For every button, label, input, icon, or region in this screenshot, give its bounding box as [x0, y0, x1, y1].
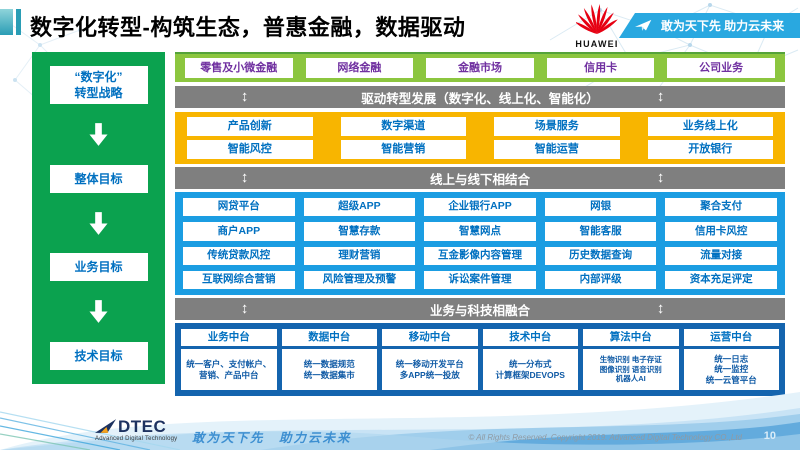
- channel-historical-data-query: 历史数据查询: [544, 246, 657, 265]
- channel-fintech-image-content-mgmt: 互金影像内容管理: [424, 246, 536, 265]
- title-accent-bar: [0, 9, 13, 35]
- channel-internet-marketing: 互联网综合营销: [183, 270, 295, 289]
- platform-operations-title: 运营中台: [683, 329, 779, 346]
- business-line-financial-markets: 金融市场: [426, 58, 534, 78]
- area-intelligent-risk-control: 智能风控: [187, 140, 313, 159]
- channel-intelligent-customer-service: 智能客服: [544, 222, 657, 241]
- channel-traffic-integration: 流量对接: [665, 246, 777, 265]
- middle-platforms-row: 业务中台 统一客户、支付帐户、营销、产品中台 数据中台 统一数据规范 统一数据集…: [175, 323, 785, 396]
- vertical-arrows-icon: ↕: [240, 88, 249, 105]
- vertical-arrows-icon: ↕: [656, 169, 665, 186]
- copyright-text: © All Rights Reserved. Copyright 2019. A…: [468, 433, 742, 442]
- down-arrow-icon: [89, 123, 108, 147]
- platform-business-detail: 统一客户、支付帐户、营销、产品中台: [181, 349, 277, 390]
- banner-online-offline-text: 线上与线下相结合: [429, 172, 530, 187]
- adtec-logo: DTEC Advanced Digital Technology: [95, 418, 177, 442]
- banner-online-offline: ↕ 线上与线下相结合 ↕: [175, 167, 785, 189]
- slogan-ribbon: 敢为天下先 助力云未来: [619, 13, 800, 38]
- strategy-step-digital-strategy: “数字化” 转型战略: [49, 66, 148, 105]
- ribbon-slogan-text: 敢为天下先 助力云未来: [660, 19, 785, 33]
- channel-online-loan-platform: 网贷平台: [183, 198, 295, 217]
- channel-risk-mgmt-warning: 风险管理及预警: [303, 270, 416, 289]
- business-line-online-finance: 网络金融: [305, 58, 414, 78]
- business-line-retail-micro-finance: 零售及小微金融: [185, 58, 293, 78]
- adtec-wordmark: DTEC: [118, 417, 167, 436]
- channel-smart-deposit: 智慧存款: [303, 222, 416, 241]
- transformation-areas-grid: 产品创新 数字渠道 场景服务 业务线上化 智能风控 智能营销 智能运营 开放银行: [175, 112, 785, 164]
- vertical-arrows-icon: ↕: [240, 169, 249, 186]
- adtec-subtext: Advanced Digital Technology: [95, 436, 178, 442]
- platform-data-detail: 统一数据规范 统一数据集市: [281, 349, 377, 390]
- channel-traditional-loan-risk-control: 传统贷款风控: [183, 246, 295, 265]
- channel-smart-branch: 智慧网点: [424, 222, 536, 241]
- area-scenario-services: 场景服务: [494, 117, 620, 136]
- channel-super-app: 超级APP: [303, 198, 416, 217]
- platform-mobile-title: 移动中台: [382, 329, 478, 346]
- strategy-panel: “数字化” 转型战略 整体目标 业务目标 技术目标: [32, 52, 165, 384]
- vertical-arrows-icon: ↕: [656, 300, 665, 317]
- banner-drive-text: 驱动转型发展（数字化、线上化、智能化）: [361, 91, 599, 106]
- channel-credit-card-risk-control: 信用卡风控: [665, 222, 777, 241]
- banner-business-technology: ↕ 业务与科技相融合 ↕: [175, 298, 785, 320]
- footer-slogan: 敢为天下先 助力云未来: [192, 431, 352, 445]
- adtec-arrow-icon: [95, 419, 117, 433]
- page-title: 数字化转型-构筑生态，普惠金融，数据驱动: [30, 15, 466, 40]
- vertical-arrows-icon: ↕: [240, 300, 249, 317]
- main-content: 零售及小微金融 网络金融 金融市场 信用卡 公司业务 ↕ 驱动转型发展（数字化、…: [175, 52, 785, 396]
- platform-technology-title: 技术中台: [482, 329, 578, 346]
- area-business-online: 业务线上化: [647, 117, 773, 136]
- huawei-logo: HUAWEI: [572, 3, 622, 49]
- channel-aggregate-payment: 聚合支付: [665, 198, 777, 217]
- channel-merchant-app: 商户APP: [183, 222, 295, 241]
- paper-plane-icon: [634, 19, 652, 31]
- channel-litigation-case-mgmt: 诉讼案件管理: [424, 270, 536, 289]
- channel-internal-rating: 内部评级: [544, 270, 657, 289]
- business-line-credit-card: 信用卡: [546, 58, 655, 78]
- strategy-step-overall-goal: 整体目标: [49, 164, 148, 193]
- huawei-flower-icon: [574, 4, 618, 35]
- area-intelligent-operations: 智能运营: [494, 140, 620, 159]
- business-line-corporate: 公司业务: [667, 58, 775, 78]
- area-open-banking: 开放银行: [647, 140, 773, 159]
- platform-business-title: 业务中台: [181, 329, 277, 346]
- huawei-wordmark: HUAWEI: [575, 39, 619, 49]
- page-number: 10: [763, 430, 776, 442]
- platform-algorithm-detail: 生物识别 电子存证 图像识别 语音识别 机器人AI: [583, 349, 679, 390]
- channel-wealth-marketing: 理财营销: [303, 246, 416, 265]
- strategy-step-business-goal: 业务目标: [49, 253, 148, 282]
- channel-capital-adequacy: 资本充足评定: [665, 270, 777, 289]
- platform-mobile-detail: 统一移动开发平台 多APP统一投放: [382, 349, 478, 390]
- channel-online-banking: 网银: [544, 198, 657, 217]
- platform-operations-detail: 统一日志 统一监控 统一云管平台: [683, 349, 779, 390]
- platform-data-title: 数据中台: [281, 329, 377, 346]
- area-digital-channels: 数字渠道: [340, 117, 466, 136]
- channel-corporate-banking-app: 企业银行APP: [424, 198, 536, 217]
- area-product-innovation: 产品创新: [187, 117, 313, 136]
- platform-technology-detail: 统一分布式 计算框架DEVOPS: [482, 349, 578, 390]
- area-intelligent-marketing: 智能营销: [340, 140, 466, 159]
- business-lines-row: 零售及小微金融 网络金融 金融市场 信用卡 公司业务: [175, 52, 785, 82]
- banner-drive-transformation: ↕ 驱动转型发展（数字化、线上化、智能化） ↕: [175, 86, 785, 108]
- down-arrow-icon: [89, 300, 108, 324]
- channel-systems-grid: 网贷平台 超级APP 企业银行APP 网银 聚合支付 商户APP 智慧存款 智慧…: [175, 192, 785, 295]
- vertical-arrows-icon: ↕: [656, 88, 665, 105]
- banner-business-technology-text: 业务与科技相融合: [429, 303, 530, 318]
- strategy-step-technology-goal: 技术目标: [49, 341, 148, 370]
- platform-algorithm-title: 算法中台: [583, 329, 679, 346]
- title-accent-bar: [16, 9, 21, 35]
- down-arrow-icon: [89, 211, 108, 235]
